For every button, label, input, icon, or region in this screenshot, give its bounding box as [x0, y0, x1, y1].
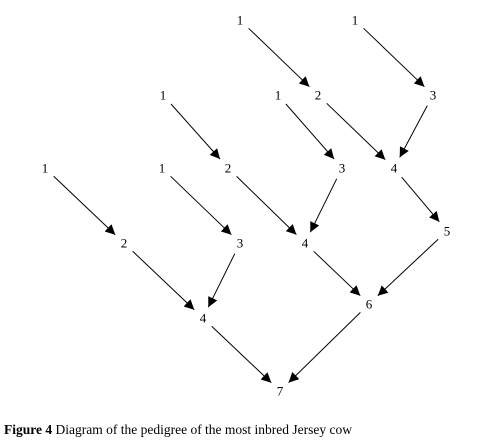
- pedigree-arrow-e2-to-f1: [207, 253, 236, 308]
- pedigree-arrow-d5-to-e4: [401, 176, 440, 223]
- pedigree-arrow-d2-to-e2: [170, 175, 232, 236]
- figure-caption-number: Figure 4: [4, 422, 53, 437]
- pedigree-arrow-d3-to-e3: [236, 176, 297, 235]
- pedigree-node-c1: 1: [160, 88, 167, 103]
- pedigree-node-f1: 4: [200, 311, 207, 326]
- edges-group: [53, 27, 440, 384]
- pedigree-node-e3: 4: [302, 236, 309, 251]
- pedigree-node-c4: 3: [430, 88, 437, 103]
- pedigree-arrow-c1-to-d3: [170, 103, 221, 160]
- pedigree-arrow-e3-to-f2: [313, 250, 361, 297]
- pedigree-arrow-d4-to-e3: [309, 178, 338, 233]
- pedigree-node-d2: 1: [159, 161, 166, 176]
- pedigree-arrow-e4-to-f2: [377, 238, 439, 297]
- pedigree-node-d1: 1: [42, 161, 49, 176]
- pedigree-node-e2: 3: [237, 236, 244, 251]
- nodes-group: 1 1 1 1 2 3 1 1 2 3 4 2 3 4 5 4 6 7: [42, 13, 451, 399]
- pedigree-node-d5: 4: [391, 161, 398, 176]
- pedigree-arrow-c4-to-d5: [399, 105, 428, 158]
- pedigree-node-c3: 2: [315, 88, 322, 103]
- pedigree-node-d4: 3: [339, 161, 346, 176]
- pedigree-arrow-a1-to-c3: [248, 27, 310, 88]
- pedigree-arrow-f1-to-g1: [211, 325, 272, 384]
- pedigree-node-g1: 7: [277, 384, 284, 399]
- figure-caption: Figure 4 Diagram of the pedigree of the …: [4, 422, 352, 438]
- pedigree-arrow-f2-to-g1: [288, 312, 361, 383]
- pedigree-node-b1: 1: [352, 13, 359, 28]
- pedigree-arrow-c2-to-d4: [285, 103, 335, 160]
- pedigree-arrow-d1-to-e1: [53, 175, 116, 236]
- pedigree-arrow-b1-to-c4: [363, 27, 425, 88]
- pedigree-arrow-c3-to-d5: [326, 102, 386, 161]
- pedigree-node-f2: 6: [366, 297, 373, 312]
- pedigree-arrow-e1-to-f1: [132, 250, 195, 311]
- pedigree-node-a1: 1: [237, 13, 244, 28]
- pedigree-node-e4: 5: [444, 224, 451, 239]
- pedigree-node-e1: 2: [121, 236, 128, 251]
- figure-caption-text: Diagram of the pedigree of the most inbr…: [52, 422, 353, 437]
- pedigree-node-c2: 1: [275, 88, 282, 103]
- pedigree-node-d3: 2: [225, 161, 232, 176]
